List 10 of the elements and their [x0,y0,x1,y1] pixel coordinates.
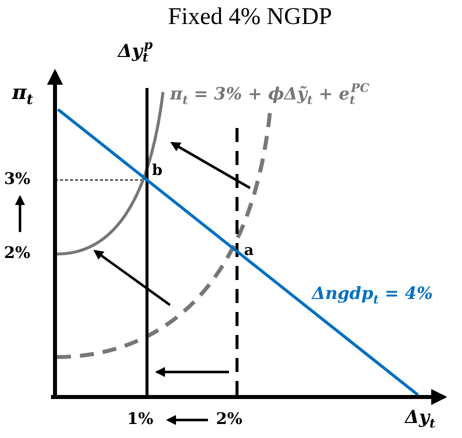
axis-label: π$_{t}$ [12,82,34,107]
axis-label: Δy$_{t}$ [405,409,436,430]
tick-label: 1% [127,411,154,427]
tick-label: 3% [4,171,30,187]
point-label: b [152,163,162,178]
tick-label: 2% [216,411,242,427]
point-label: a [244,243,254,258]
tick-label: 2% [4,245,30,261]
curve-label: Δngdp$_{t}$ = 4% [312,286,433,306]
chart-title: Fixed 4% NGDP [168,5,332,29]
